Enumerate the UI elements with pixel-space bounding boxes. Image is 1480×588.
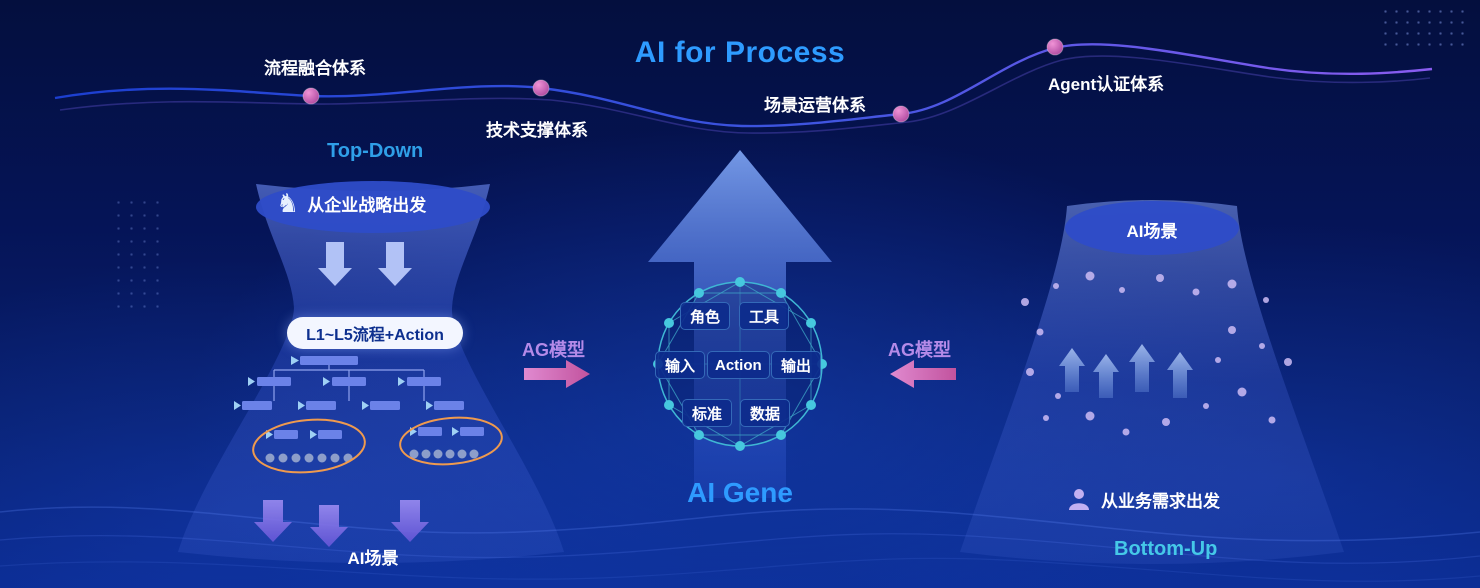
- gene-node-output: 输出: [771, 351, 821, 379]
- ag-arrow-right-icon: [524, 360, 590, 388]
- cluster-ellipse: [399, 416, 503, 466]
- halftone-dots: [1380, 6, 1472, 50]
- knight-icon: ♞: [276, 188, 300, 218]
- right-ai-scene-label: AI场景: [1126, 222, 1178, 241]
- bottom-up-heading: Bottom-Up: [1114, 538, 1218, 560]
- business-need-label: 从业务需求出发: [1101, 491, 1220, 511]
- timeline-label-tech-support: 技术支撑体系: [486, 121, 588, 140]
- left-funnel-shape: [178, 181, 564, 563]
- right-funnel-shape: [960, 200, 1344, 564]
- gene-node-tool: 工具: [739, 302, 789, 330]
- left-output-arrows: [254, 500, 429, 547]
- process-levels-pill: L1~L5流程+Action: [287, 317, 463, 349]
- ag-model-right-label: AG模型: [888, 340, 951, 360]
- timeline-wave: [54, 38, 1433, 134]
- ag-arrow-left-icon: [890, 360, 956, 388]
- timeline-node-icon: [302, 87, 320, 105]
- right-funnel-cap: [1065, 201, 1239, 255]
- strategy-label: 从企业战略出发: [307, 195, 427, 215]
- timeline-label-agent-certification: Agent认证体系: [1048, 75, 1165, 94]
- cluster-ellipse: [252, 418, 366, 474]
- gene-node-standard: 标准: [682, 399, 732, 427]
- left-down-chevrons: [318, 242, 412, 286]
- timeline-node-icon: [892, 105, 910, 123]
- gene-node-data: 数据: [740, 399, 790, 427]
- right-up-arrows: [1059, 344, 1193, 398]
- gene-node-role: 角色: [680, 302, 730, 330]
- ag-model-left-label: AG模型: [522, 340, 585, 360]
- top-down-heading: Top-Down: [327, 140, 424, 162]
- halftone-dots: [112, 196, 162, 308]
- timeline-label-scene-operation: 场景运营体系: [764, 96, 866, 115]
- gene-node-action: Action: [707, 351, 770, 379]
- timeline-node-icon: [1046, 38, 1064, 56]
- person-icon: [1069, 489, 1089, 510]
- scatter-dots: [1021, 271, 1292, 436]
- left-ai-scene-label: AI场景: [347, 549, 399, 568]
- business-need-row: 从业务需求出发: [1066, 486, 1220, 512]
- ai-gene-title: AI Gene: [687, 477, 793, 508]
- gene-node-input: 输入: [655, 351, 705, 379]
- timeline-label-process-fusion: 流程融合体系: [264, 59, 366, 78]
- timeline-node-icon: [532, 79, 550, 97]
- left-funnel-cap: [256, 181, 490, 233]
- process-flowchart: [234, 356, 503, 474]
- strategy-row: ♞ 从企业战略出发: [276, 190, 426, 216]
- page-title: AI for Process: [634, 36, 846, 69]
